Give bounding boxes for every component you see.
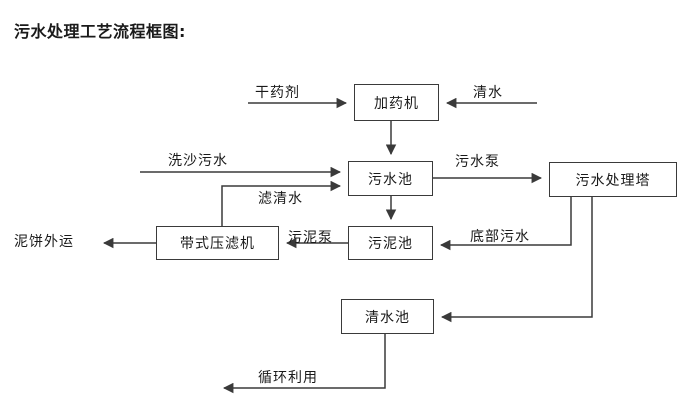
node-label: 污水处理塔: [575, 172, 651, 189]
edge-label-sewage-pump: 污水泵: [455, 154, 500, 170]
edge-tower-to-clean-pool: [440, 197, 593, 323]
edge-label-sand-wash-water: 洗沙污水: [168, 153, 228, 169]
node-dosing-machine[interactable]: 加药机: [354, 84, 439, 121]
node-label: 带式压滤机: [180, 236, 255, 252]
edge-label-bottom-sewage: 底部污水: [470, 229, 530, 245]
node-belt-press[interactable]: 带式压滤机: [156, 226, 279, 260]
node-treatment-tower[interactable]: 污水处理塔: [549, 162, 677, 197]
edge-beltpress-to-sewage-pool: [221, 180, 342, 226]
edge-label-mud-cake-out: 泥饼外运: [14, 234, 74, 250]
edge-label-filtrate-water: 滤清水: [258, 191, 303, 207]
edge-clean-pool-to-recycle: [222, 334, 386, 394]
node-label: 清水池: [365, 309, 410, 326]
node-sewage-pool[interactable]: 污水池: [348, 161, 433, 196]
node-clean-pool[interactable]: 清水池: [341, 299, 434, 334]
edge-tower-to-sludge-pool: [439, 197, 572, 251]
edge-label-sludge-pump: 污泥泵: [288, 230, 333, 246]
node-sludge-pool[interactable]: 污泥池: [348, 226, 433, 260]
page-title: 污水处理工艺流程框图:: [14, 22, 186, 41]
edge-label-recycle-use: 循环利用: [258, 370, 318, 386]
node-label: 污水池: [368, 171, 413, 188]
node-label: 加药机: [374, 95, 419, 112]
edge-label-clean-water-in: 清水: [473, 85, 503, 101]
edge-label-dry-reagent: 干药剂: [255, 85, 300, 101]
node-label: 污泥池: [368, 236, 413, 252]
